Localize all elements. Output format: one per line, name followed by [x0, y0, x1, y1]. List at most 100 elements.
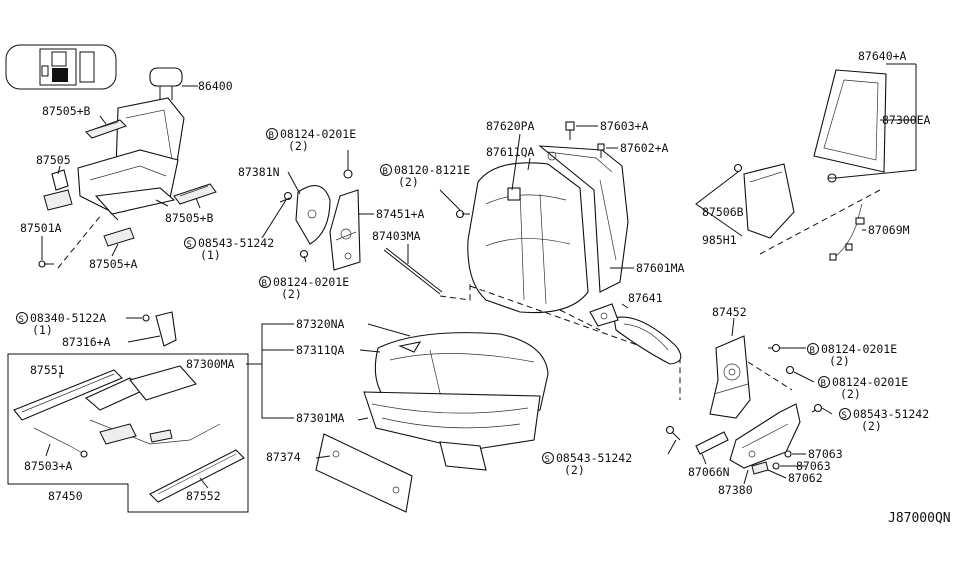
panel-87374-part	[315, 433, 413, 513]
rail-cover-mid-part	[173, 183, 217, 205]
bolt-08120-part	[455, 209, 470, 219]
leader-08543-bottom	[667, 439, 677, 455]
label-87063-a: 87063	[808, 447, 843, 461]
rail-group-box	[7, 353, 249, 513]
leader-08120	[439, 189, 461, 211]
screw-symbol-08543-left: S	[184, 237, 196, 250]
bolt-87602a-part	[597, 143, 605, 158]
label-08124-mid: 08124-0201E	[273, 275, 349, 289]
label-87063-b: 87063	[796, 459, 831, 473]
label-87451a: 87451+A	[376, 207, 425, 221]
label-87505b-top: 87505+B	[42, 104, 91, 118]
label-87641: 87641	[628, 291, 663, 305]
bolt-symbol-08124-r1: B	[807, 343, 819, 356]
label-87300ea: 87300EA	[882, 113, 931, 127]
bolt-symbol-08124-top: B	[266, 128, 278, 141]
label-87620pa: 87620PA	[486, 119, 535, 133]
screw-08543-bottom-part	[665, 425, 681, 441]
leader-08124-mid	[303, 255, 307, 263]
label-87506b: 87506B	[702, 205, 744, 219]
svg-text:B: B	[262, 279, 267, 289]
bracket-87451a-part	[329, 189, 361, 271]
leader-87380	[743, 469, 749, 485]
armrest-87641-part	[589, 303, 682, 365]
label-08543-left-qty: (1)	[200, 248, 221, 262]
leader-dash-center-c	[559, 309, 601, 331]
diagram-code: J87000QN	[888, 511, 951, 526]
rail-87551-part	[13, 369, 123, 421]
svg-text:S: S	[545, 455, 550, 465]
label-87311qa: 87311QA	[296, 343, 345, 357]
leader-87505	[57, 165, 61, 175]
svg-text:B: B	[269, 131, 274, 141]
label-86400: 86400	[198, 79, 233, 93]
svg-text:S: S	[187, 240, 192, 250]
screw-symbol-08340: S	[16, 312, 28, 325]
svg-text:B: B	[810, 346, 815, 356]
leader-87062	[767, 469, 787, 479]
label-87505: 87505	[36, 153, 71, 167]
label-87640a: 87640+A	[858, 49, 907, 63]
label-87551: 87551	[30, 363, 65, 377]
label-87300ma: 87300MA	[186, 357, 235, 371]
leader-87300ma-bracket	[246, 323, 294, 419]
svg-text:S: S	[19, 315, 24, 325]
bolt-08124-r1-part	[768, 343, 781, 353]
side-cover-87380-part	[729, 403, 801, 469]
leader-dash-board	[759, 189, 881, 255]
leader-87506b	[695, 171, 743, 237]
bolt-symbol-08124-r2: B	[818, 376, 830, 389]
cushion-frame-87301ma-part	[363, 391, 541, 471]
label-08543-right: 08543-51242	[853, 407, 929, 421]
label-87501a: 87501A	[20, 221, 62, 235]
bolt-symbol-08120: B	[380, 164, 392, 177]
svg-text:B: B	[821, 379, 826, 389]
leader-87066n	[701, 453, 707, 465]
recliner-87452-part	[709, 335, 751, 419]
rail-frame-part	[84, 365, 221, 445]
leader-87320na	[367, 323, 411, 337]
leader-87611qa	[527, 157, 531, 171]
rail-87552-part	[149, 449, 245, 503]
label-87403ma: 87403MA	[372, 229, 421, 243]
label-08124-top: 08124-0201E	[280, 127, 356, 141]
seatback-cushion-part	[467, 162, 589, 314]
label-87601ma: 87601MA	[636, 261, 685, 275]
harness-87069m-part	[829, 203, 865, 261]
label-87505a: 87505+A	[89, 257, 138, 271]
leader-dash-recliner	[747, 361, 793, 391]
wire-87503a-part	[33, 427, 88, 458]
leader-87640a-bracket	[835, 64, 917, 179]
label-87602a: 87602+A	[620, 141, 669, 155]
bolt-87603a-part	[565, 121, 575, 140]
label-08543-left: 08543-51242	[198, 236, 274, 250]
bolt-08124-r2-part	[785, 365, 795, 375]
label-87380: 87380	[718, 483, 753, 497]
screw-08543-left-part	[279, 191, 293, 203]
cover-87505a-part	[103, 227, 135, 247]
leader-87381n	[287, 171, 301, 195]
seatback-frame-part	[538, 145, 629, 293]
label-87452: 87452	[712, 305, 747, 319]
leader-87505b-top	[99, 115, 107, 125]
leader-87620pa	[511, 133, 521, 191]
label-87503a: 87503+A	[24, 459, 73, 473]
screw-symbol-08543-right: S	[839, 408, 851, 421]
leader-87505a	[111, 243, 119, 257]
label-08543-right-qty: (2)	[861, 419, 882, 433]
leader-08543-right	[821, 407, 833, 415]
label-985h1: 985H1	[702, 233, 737, 247]
label-08124-r2: 08124-0201E	[832, 375, 908, 389]
label-87505b-mid: 87505+B	[165, 211, 214, 225]
label-08543-bottom: 08543-51242	[556, 451, 632, 465]
leader-87301ma	[357, 417, 369, 421]
bolt-08124-top-part	[343, 150, 353, 179]
seat-assembly-illustration	[77, 97, 185, 221]
label-87450: 87450	[48, 489, 83, 503]
screw-symbol-08543-bottom: S	[542, 452, 554, 465]
screw-08543-right-part	[811, 403, 823, 413]
headrest-part	[149, 67, 193, 100]
clip-87063-part	[772, 450, 792, 470]
